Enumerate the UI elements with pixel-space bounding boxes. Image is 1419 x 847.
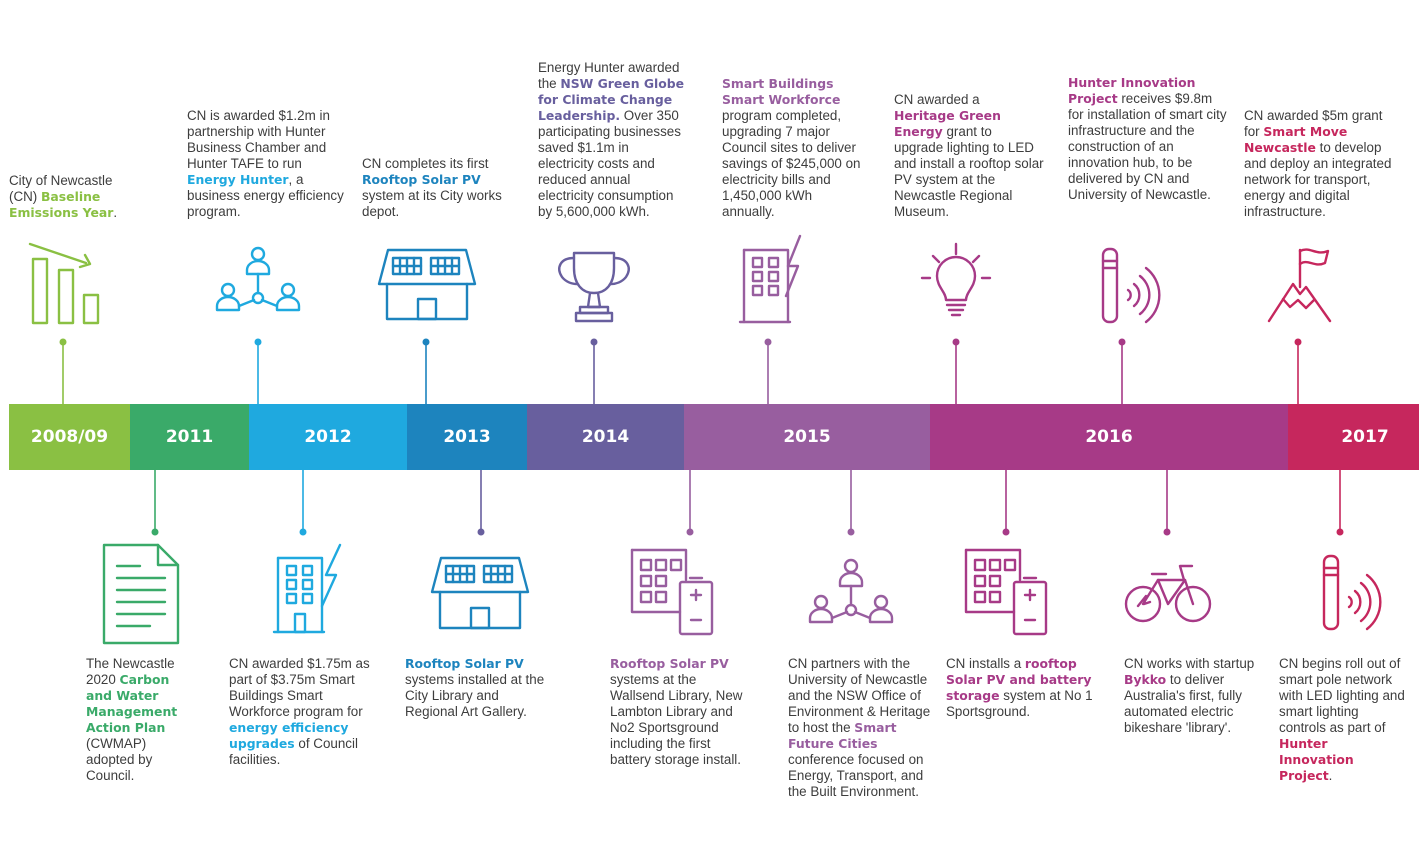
body-text: to develop and deploy an integrated netw… bbox=[1244, 140, 1392, 219]
body-text: systems installed at the City Library an… bbox=[405, 672, 545, 719]
highlight-text: rooftop Solar PV and battery storage bbox=[946, 656, 1092, 703]
event-top: CN is awarded $1.2m in partnership with … bbox=[187, 108, 347, 220]
body-text: conference focused on Energy, Transport,… bbox=[788, 752, 924, 799]
event-bottom: CN awarded $1.75m as part of $3.75m Smar… bbox=[229, 656, 379, 768]
mountain-flag-icon bbox=[1267, 248, 1332, 323]
event-bottom: CN partners with the University of Newca… bbox=[788, 656, 936, 800]
body-text: program completed, upgrading 7 major Cou… bbox=[722, 108, 861, 219]
year-label: 2017 bbox=[1341, 427, 1389, 447]
trophy-icon bbox=[558, 251, 630, 323]
year-segment bbox=[930, 404, 1288, 470]
highlight-text: Carbon and Water Management Action Plan bbox=[86, 672, 178, 735]
year-label: 2012 bbox=[304, 427, 352, 447]
smart-building-lightning-icon bbox=[272, 543, 342, 634]
network-people-icon bbox=[808, 558, 894, 624]
highlight-text: Hunter Innovation Project bbox=[1279, 736, 1354, 783]
highlight-text: Energy Hunter bbox=[187, 172, 289, 187]
body-text: CN completes its first bbox=[362, 156, 489, 171]
event-top: Smart Buildings Smart Workforce program … bbox=[722, 76, 862, 220]
year-segment bbox=[249, 404, 407, 470]
bar-chart-declining-icon bbox=[28, 242, 100, 325]
year-segment bbox=[527, 404, 684, 470]
year-label: 2011 bbox=[165, 427, 214, 447]
year-segment bbox=[130, 404, 249, 470]
smart-building-lightning-icon bbox=[738, 234, 802, 324]
rooftop-solar-house-icon bbox=[377, 248, 477, 321]
year-label: 2016 bbox=[1085, 427, 1133, 447]
body-text: CN installs a bbox=[946, 656, 1025, 671]
electric-bike-icon bbox=[1124, 564, 1212, 623]
event-bottom: Rooftop Solar PV systems installed at th… bbox=[405, 656, 555, 720]
event-bottom: Rooftop Solar PV systems at the Wallsend… bbox=[610, 656, 750, 768]
year-label: 2014 bbox=[581, 427, 630, 447]
network-people-icon bbox=[215, 246, 301, 312]
highlight-text: Rooftop Solar PV bbox=[362, 172, 481, 187]
body-text: Energy Hunter awarded the bbox=[538, 60, 680, 91]
event-top: Hunter Innovation Project receives $9.8m… bbox=[1068, 75, 1228, 203]
highlight-text: Hunter Innovation Project bbox=[1068, 75, 1196, 106]
solar-panel-battery-icon bbox=[964, 548, 1048, 636]
event-top: City of Newcastle (CN) Baseline Emission… bbox=[9, 173, 134, 221]
event-top: CN awarded $5m grant for Smart Move Newc… bbox=[1244, 108, 1394, 220]
highlight-text: Heritage Green Energy bbox=[894, 108, 1001, 139]
body-text: system at its City works depot. bbox=[362, 188, 502, 219]
body-text: . bbox=[1328, 768, 1333, 783]
body-text: CN awarded $5m grant for bbox=[1244, 108, 1383, 139]
highlight-text: Rooftop Solar PV bbox=[405, 656, 524, 671]
highlight-text: Smart Buildings Smart Workforce bbox=[722, 76, 841, 107]
event-top: CN awarded a Heritage Green Energy grant… bbox=[894, 92, 1044, 220]
year-label: 2013 bbox=[443, 427, 491, 447]
year-segment bbox=[9, 404, 130, 470]
body-text: City of Newcastle (CN) bbox=[9, 173, 113, 204]
smart-pole-signal-icon bbox=[1101, 247, 1161, 324]
highlight-text: Baseline Emissions Year bbox=[9, 189, 114, 220]
year-segment bbox=[1288, 404, 1419, 470]
body-text: , a business energy efficiency program. bbox=[187, 172, 344, 219]
body-text: CN works with startup bbox=[1124, 656, 1255, 671]
year-segment bbox=[684, 404, 930, 470]
event-top: CN completes its first Rooftop Solar PV … bbox=[362, 156, 502, 220]
highlight-text: Smart Future Cities bbox=[788, 720, 897, 751]
highlight-text: Smart Move Newcastle bbox=[1244, 124, 1348, 155]
event-bottom: CN works with startup Bykko to deliver A… bbox=[1124, 656, 1264, 736]
light-bulb-icon bbox=[920, 242, 992, 317]
body-text: (CWMAP) adopted by Council. bbox=[86, 736, 153, 783]
event-bottom: CN begins roll out of smart pole network… bbox=[1279, 656, 1405, 784]
body-text: The Newcastle 2020 bbox=[86, 656, 175, 687]
body-text: Over 350 participating businesses saved … bbox=[538, 108, 681, 219]
solar-panel-battery-icon bbox=[630, 548, 714, 636]
body-text: CN partners with the University of Newca… bbox=[788, 656, 931, 735]
body-text: systems at the Wallsend Library, New Lam… bbox=[610, 672, 743, 767]
smart-pole-signal-icon bbox=[1322, 554, 1382, 631]
event-bottom: CN installs a rooftop Solar PV and batte… bbox=[946, 656, 1102, 720]
year-label: 2015 bbox=[783, 427, 831, 447]
body-text: . bbox=[113, 205, 118, 220]
document-icon bbox=[102, 543, 180, 645]
highlight-text: Rooftop Solar PV bbox=[610, 656, 729, 671]
body-text: of Council facilities. bbox=[229, 736, 358, 767]
rooftop-solar-house-icon bbox=[430, 556, 530, 630]
body-text: CN awarded $1.75m as part of $3.75m Smar… bbox=[229, 656, 370, 719]
year-label: 2008/09 bbox=[30, 427, 109, 447]
highlight-text: NSW Green Globe for Climate Change Leade… bbox=[538, 76, 685, 123]
body-text: to deliver Australia's first, fully auto… bbox=[1124, 672, 1242, 735]
highlight-text: energy efficiency upgrades bbox=[229, 720, 349, 751]
body-text: CN begins roll out of smart pole network… bbox=[1279, 656, 1405, 735]
body-text: receives $9.8m for installation of smart… bbox=[1068, 91, 1227, 202]
year-segment bbox=[407, 404, 527, 470]
body-text: system at No 1 Sportsground. bbox=[946, 688, 1093, 719]
body-text: grant to upgrade lighting to LED and ins… bbox=[894, 124, 1044, 219]
event-top: Energy Hunter awarded the NSW Green Glob… bbox=[538, 60, 688, 220]
highlight-text: Bykko bbox=[1124, 672, 1167, 687]
body-text: CN awarded a bbox=[894, 92, 980, 107]
event-bottom: The Newcastle 2020 Carbon and Water Mana… bbox=[86, 656, 194, 784]
body-text: CN is awarded $1.2m in partnership with … bbox=[187, 108, 330, 171]
